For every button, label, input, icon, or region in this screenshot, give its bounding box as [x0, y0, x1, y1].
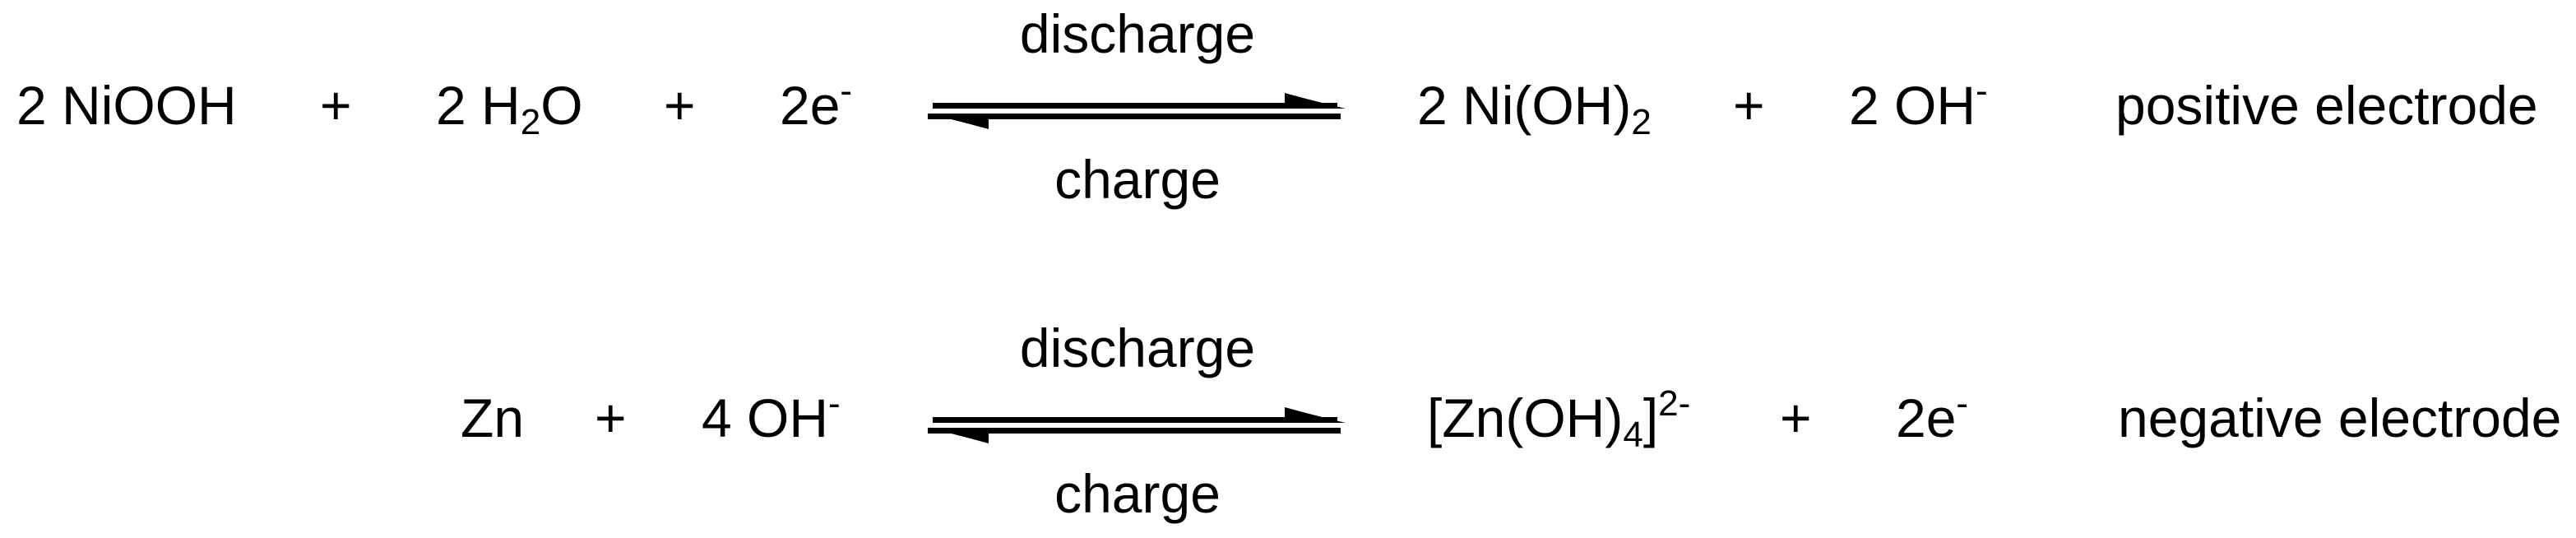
species-niooh-text: 2 NiOOH: [16, 75, 237, 136]
reverse-arrowhead: [928, 114, 989, 129]
species-zinc: Zn: [461, 391, 524, 445]
species-zincate-bracket: ]: [1642, 387, 1659, 448]
species-water-base: 2 H: [436, 75, 521, 136]
species-water-tail: O: [540, 75, 583, 136]
forward-arrowhead: [1285, 93, 1346, 109]
species-zinc-text: Zn: [461, 387, 525, 448]
species-electrons: 2e-: [1896, 386, 1968, 446]
equilibrium-arrow: [928, 93, 1346, 129]
species-niooh: 2 NiOOH: [16, 78, 237, 132]
species-electrons: 2e-: [780, 73, 852, 133]
reverse-arrow-shaft: [928, 114, 1341, 119]
negative-electrode-label: negative electrode: [2118, 387, 2562, 448]
species-nickel-hydroxide-subscript: 2: [1631, 102, 1652, 142]
species-hydroxide: 2 OH-: [1849, 73, 1988, 133]
plus-operator: +: [664, 75, 696, 136]
species-electrons-charge: -: [1956, 383, 1969, 424]
plus-operator: +: [595, 387, 627, 448]
forward-arrow-shaft: [933, 417, 1337, 423]
plus-operator: +: [1780, 387, 1812, 448]
reverse-direction-label: charge: [1054, 149, 1221, 210]
species-electrons-base: 2e: [780, 75, 841, 136]
forward-direction-label: discharge: [1019, 3, 1256, 64]
species-hydroxide-charge: -: [1976, 71, 1988, 111]
species-electrons-base: 2e: [1896, 387, 1957, 448]
forward-direction-label: discharge: [1019, 318, 1256, 378]
reverse-direction-label: charge: [1054, 463, 1221, 524]
plus-operator: +: [320, 75, 352, 136]
species-zincate-subscript: 4: [1623, 415, 1643, 455]
reverse-arrow-shaft: [928, 428, 1341, 434]
species-electrons-charge: -: [840, 71, 853, 111]
species-zincate-charge: 2-: [1658, 383, 1691, 424]
species-zincate: [Zn(OH)4]2-: [1427, 386, 1690, 453]
equilibrium-arrow: [928, 407, 1346, 443]
plus-operator: +: [1733, 75, 1765, 136]
positive-electrode-label: positive electrode: [2115, 75, 2538, 136]
species-hydroxide-base: 4 OH: [702, 387, 829, 448]
species-zincate-base: [Zn(OH): [1427, 387, 1624, 448]
species-hydroxide: 4 OH-: [702, 386, 841, 446]
species-water: 2 H2O: [436, 78, 583, 141]
species-hydroxide-charge: -: [828, 383, 841, 424]
species-water-subscript: 2: [520, 102, 541, 142]
species-nickel-hydroxide-base: 2 Ni(OH): [1417, 75, 1632, 136]
forward-arrowhead: [1285, 407, 1346, 423]
forward-arrow-shaft: [933, 103, 1337, 109]
reverse-arrowhead: [928, 428, 989, 443]
species-hydroxide-base: 2 OH: [1849, 75, 1976, 136]
species-nickel-hydroxide: 2 Ni(OH)2: [1417, 78, 1652, 141]
